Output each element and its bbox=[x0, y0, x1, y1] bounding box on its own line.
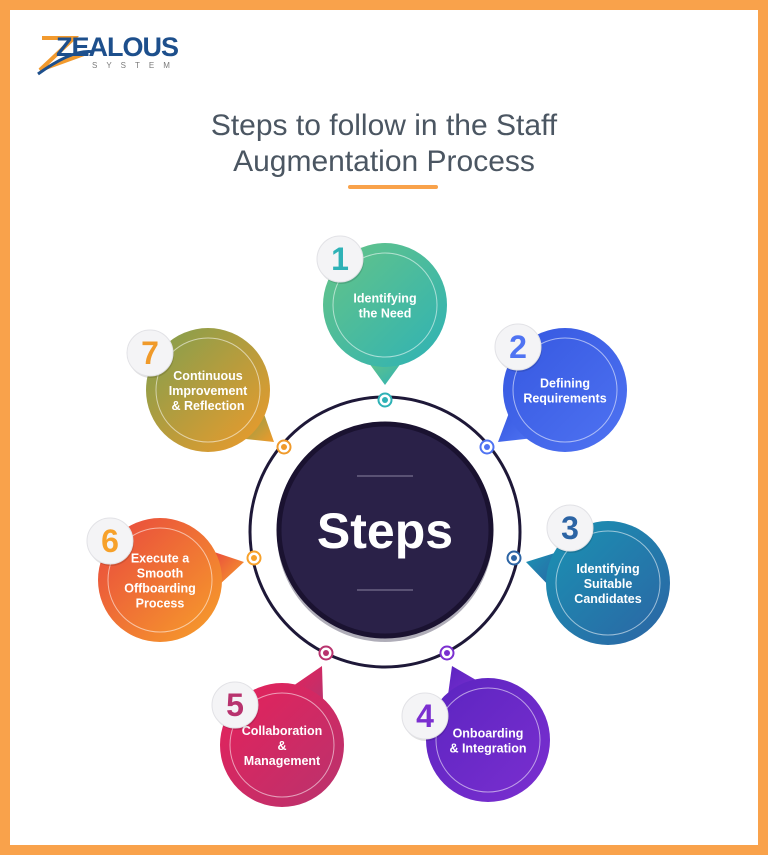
step-label-line: Onboarding bbox=[453, 727, 524, 741]
step-label-line: Identifying bbox=[576, 562, 639, 576]
number-badge bbox=[316, 235, 364, 283]
step-number: 4 bbox=[416, 698, 434, 734]
step-label-line: Continuous bbox=[173, 369, 242, 383]
step-label-line: & Reflection bbox=[172, 399, 245, 413]
title-line-1: Steps to follow in the Staff bbox=[210, 109, 558, 142]
step-label-line: Smooth bbox=[137, 567, 184, 581]
step-number: 2 bbox=[509, 329, 527, 365]
ring-connector-dot-core bbox=[323, 650, 329, 656]
bubble-inner-ring bbox=[107, 527, 213, 633]
number-badge bbox=[211, 681, 259, 729]
step-label-line: Execute a bbox=[131, 552, 190, 566]
ring-connector-dot-core bbox=[444, 650, 450, 656]
bubble-circle bbox=[546, 521, 670, 645]
number-badge bbox=[546, 504, 594, 552]
step-label-line: Suitable bbox=[584, 577, 633, 591]
ring-connector-dot-core bbox=[281, 444, 287, 450]
ring-connector-dot-core bbox=[251, 555, 257, 561]
title-underline bbox=[348, 185, 438, 189]
bubble-inner-ring bbox=[435, 687, 541, 793]
bubble-inner-ring bbox=[555, 530, 661, 636]
step-label-line: & bbox=[277, 739, 286, 753]
step-label-line: Offboarding bbox=[124, 582, 196, 596]
bubble-circle bbox=[146, 328, 270, 452]
zealous-logo: ZEALOUS SYSTEM bbox=[34, 30, 184, 76]
step-label-line: Collaboration bbox=[242, 724, 323, 738]
step-4-bubble: Onboarding& Integration 4 bbox=[401, 666, 550, 802]
bubble-inner-ring bbox=[229, 692, 335, 798]
title-line-2: Augmentation Process bbox=[233, 145, 535, 178]
step-number: 6 bbox=[101, 523, 119, 559]
bubble-inner-ring bbox=[512, 337, 618, 443]
step-label-line: Improvement bbox=[169, 384, 248, 398]
ring-connector-dot-core bbox=[382, 397, 388, 403]
page-title: Steps to follow in the Staff Augmentatio… bbox=[0, 108, 768, 180]
step-label-line: & Integration bbox=[449, 742, 526, 756]
step-label-line: Management bbox=[244, 754, 321, 768]
step-label-line: Process bbox=[136, 597, 185, 611]
bubble-inner-ring bbox=[332, 252, 438, 358]
number-badge bbox=[126, 329, 174, 377]
step-number: 1 bbox=[331, 241, 349, 277]
step-number: 3 bbox=[561, 510, 579, 546]
logo-subtitle: SYSTEM bbox=[92, 61, 179, 70]
center-circle bbox=[276, 421, 494, 639]
step-label-line: the Need bbox=[359, 307, 412, 321]
logo-swoosh-icon bbox=[37, 36, 94, 76]
step-number: 5 bbox=[226, 687, 244, 723]
step-label-line: Candidates bbox=[574, 592, 641, 606]
number-badge bbox=[86, 517, 134, 565]
step-label-line: Defining bbox=[540, 377, 590, 391]
ring-connector-dot-core bbox=[511, 555, 517, 561]
number-badge bbox=[494, 323, 542, 371]
logo-wordmark: ZEALOUS bbox=[56, 32, 179, 62]
bubble-inner-ring bbox=[155, 337, 261, 443]
step-label-line: Requirements bbox=[523, 392, 606, 406]
center-label: Steps bbox=[317, 503, 453, 559]
step-number: 7 bbox=[141, 335, 159, 371]
step-5-bubble: Collaboration&Management 5 bbox=[211, 666, 344, 807]
ring-connector-dot-core bbox=[484, 444, 490, 450]
number-badge bbox=[401, 692, 449, 740]
bubble-circle bbox=[426, 678, 550, 802]
step-label-line: Identifying bbox=[353, 292, 416, 306]
